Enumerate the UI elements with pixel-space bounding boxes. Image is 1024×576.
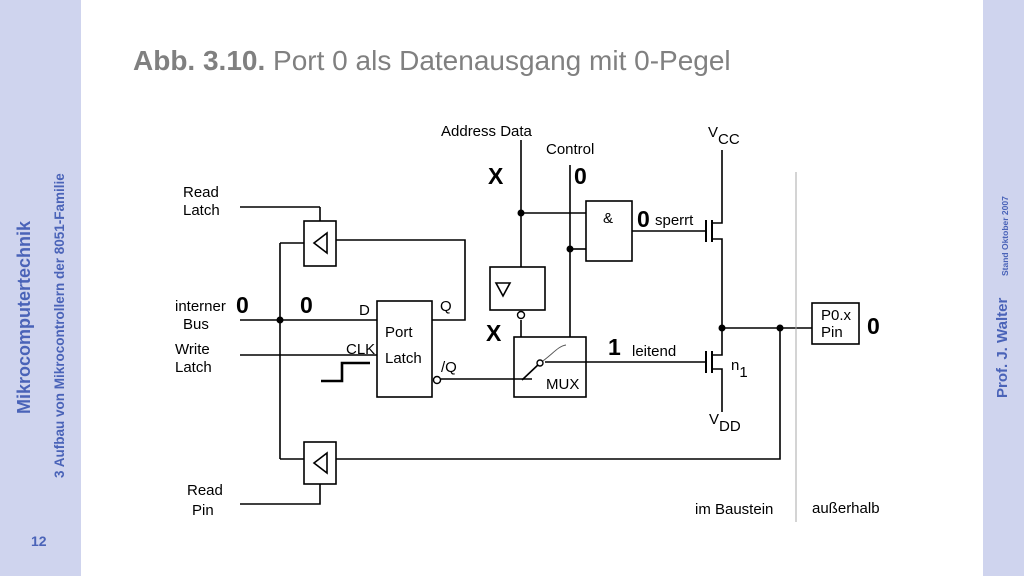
inverter-bubble <box>516 310 526 320</box>
read-latch-label-1: Read <box>183 184 219 201</box>
read-latch-label-2: Latch <box>183 202 220 219</box>
right-sidebar <box>983 0 1024 576</box>
control-label: Control <box>546 141 594 158</box>
p0x-pin-box <box>811 302 860 345</box>
pin-level-value: 0 <box>867 313 880 339</box>
pin-label: Pin <box>821 324 843 341</box>
leitend-label: leitend <box>632 343 676 360</box>
inverter-buffer <box>489 266 546 311</box>
vcc-line <box>712 150 723 224</box>
interner-bus-label-2: Bus <box>183 316 209 333</box>
mux-label: MUX <box>546 376 579 393</box>
left-sidebar <box>0 0 81 576</box>
pin-q-label: Q <box>440 298 452 315</box>
vdd-line <box>712 368 723 412</box>
pin-feedback-line <box>336 328 781 460</box>
read-pin-line <box>240 484 321 505</box>
read-pin-buffer <box>303 441 337 485</box>
drain-line <box>712 238 723 356</box>
clock-pulse <box>321 361 370 383</box>
ausserhalb-label: außerhalb <box>812 500 880 517</box>
pin-nq-label: /Q <box>441 359 457 376</box>
junction-dot <box>517 209 525 217</box>
mux-contact <box>536 359 544 367</box>
read-pin-buffer-triangle <box>312 451 328 475</box>
vcc-label: VCC <box>708 124 740 148</box>
pin-d-label: D <box>359 302 370 319</box>
inverter-triangle <box>494 282 512 298</box>
junction-dot <box>276 316 284 324</box>
read-latch-buffer <box>303 220 337 267</box>
slide-title: Abb. 3.10. Port 0 als Datenausgang mit 0… <box>133 45 731 77</box>
address-data-label: Address Data <box>441 123 533 140</box>
control-level-value: 0 <box>574 163 587 189</box>
read-pin-label-1: Read <box>187 482 223 499</box>
mux-box <box>513 336 587 398</box>
mux-x-value: X <box>486 320 502 346</box>
mux-output-value: 1 <box>608 334 621 360</box>
port-latch-label-1: Port <box>385 324 413 341</box>
vdd-label: VDD <box>709 411 741 435</box>
port-latch-box <box>376 300 433 398</box>
figure-number: Abb. 3.10. <box>133 45 266 76</box>
im-baustein-label: im Baustein <box>695 501 773 518</box>
sperrt-label: sperrt <box>655 212 694 229</box>
read-latch-buffer-triangle <box>312 231 328 255</box>
junction-dot <box>566 245 574 253</box>
write-latch-label-1: Write <box>175 341 210 358</box>
read-pin-label-2: Pin <box>192 502 214 519</box>
figure-caption: Port 0 als Datenausgang mit 0-Pegel <box>265 45 731 76</box>
n1-label: n1 <box>731 357 748 381</box>
and-symbol: & <box>603 210 613 227</box>
mux-switch-arc <box>539 344 567 364</box>
mux-switch <box>521 362 541 381</box>
junction-dot <box>776 324 784 332</box>
and-output-value: 0 <box>637 206 650 232</box>
write-latch-label-2: Latch <box>175 359 212 376</box>
bus-level-value: 0 <box>236 292 249 318</box>
inverted-output-bubble <box>432 375 442 385</box>
page-number: 12 <box>31 533 47 549</box>
d-level-value: 0 <box>300 292 313 318</box>
p0x-label: P0.x <box>821 307 852 324</box>
address-x-value: X <box>488 163 504 189</box>
interner-bus-label-1: interner <box>175 298 226 315</box>
q-feedback-line <box>336 239 466 321</box>
pin-clk-label: CLK <box>346 341 375 358</box>
junction-dot <box>718 324 726 332</box>
port-latch-label-2: Latch <box>385 350 422 367</box>
